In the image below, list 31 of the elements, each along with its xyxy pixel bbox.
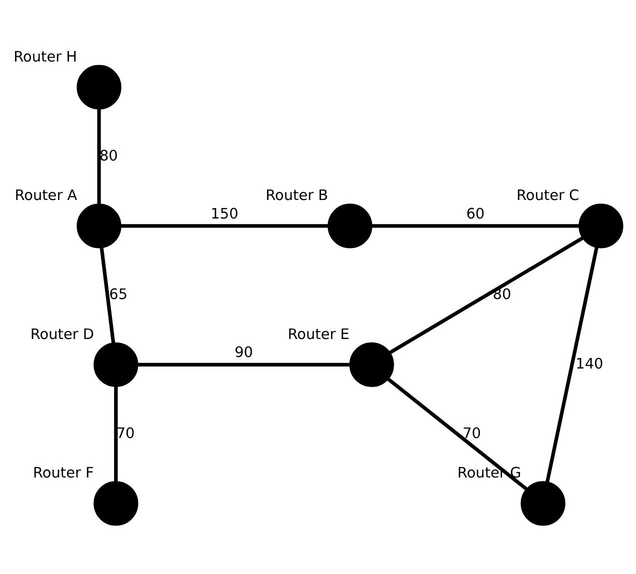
connector xyxy=(120,224,328,228)
node-label: Router B xyxy=(266,188,328,204)
connector xyxy=(97,108,101,204)
edge-label: 140 xyxy=(576,356,604,372)
connector xyxy=(372,224,579,228)
node-circle xyxy=(349,342,394,387)
edge-label: 70 xyxy=(462,425,482,442)
connector xyxy=(387,377,528,490)
node-circle xyxy=(76,203,122,248)
connector xyxy=(546,246,598,482)
node-label: Router C xyxy=(516,188,580,204)
connector xyxy=(138,362,350,366)
connector xyxy=(100,247,116,343)
edge-label: 60 xyxy=(466,206,485,222)
node-label: Router E xyxy=(288,326,350,342)
node-label: Router A xyxy=(14,188,78,204)
node-circle xyxy=(578,203,624,248)
node-label: Router D xyxy=(30,326,94,342)
connector xyxy=(388,236,584,354)
edge-label: 150 xyxy=(210,206,238,222)
node-label: Router F xyxy=(33,465,94,482)
node-label: Router H xyxy=(14,48,78,65)
node-circle xyxy=(94,342,138,387)
edge-label: 65 xyxy=(109,286,128,303)
node-circle xyxy=(76,64,122,110)
node-circle xyxy=(520,480,566,526)
node-circle xyxy=(328,203,372,248)
edge-label: 90 xyxy=(234,344,254,360)
connector xyxy=(114,386,118,481)
edge-label: 70 xyxy=(116,425,135,442)
node-circle xyxy=(94,480,138,526)
